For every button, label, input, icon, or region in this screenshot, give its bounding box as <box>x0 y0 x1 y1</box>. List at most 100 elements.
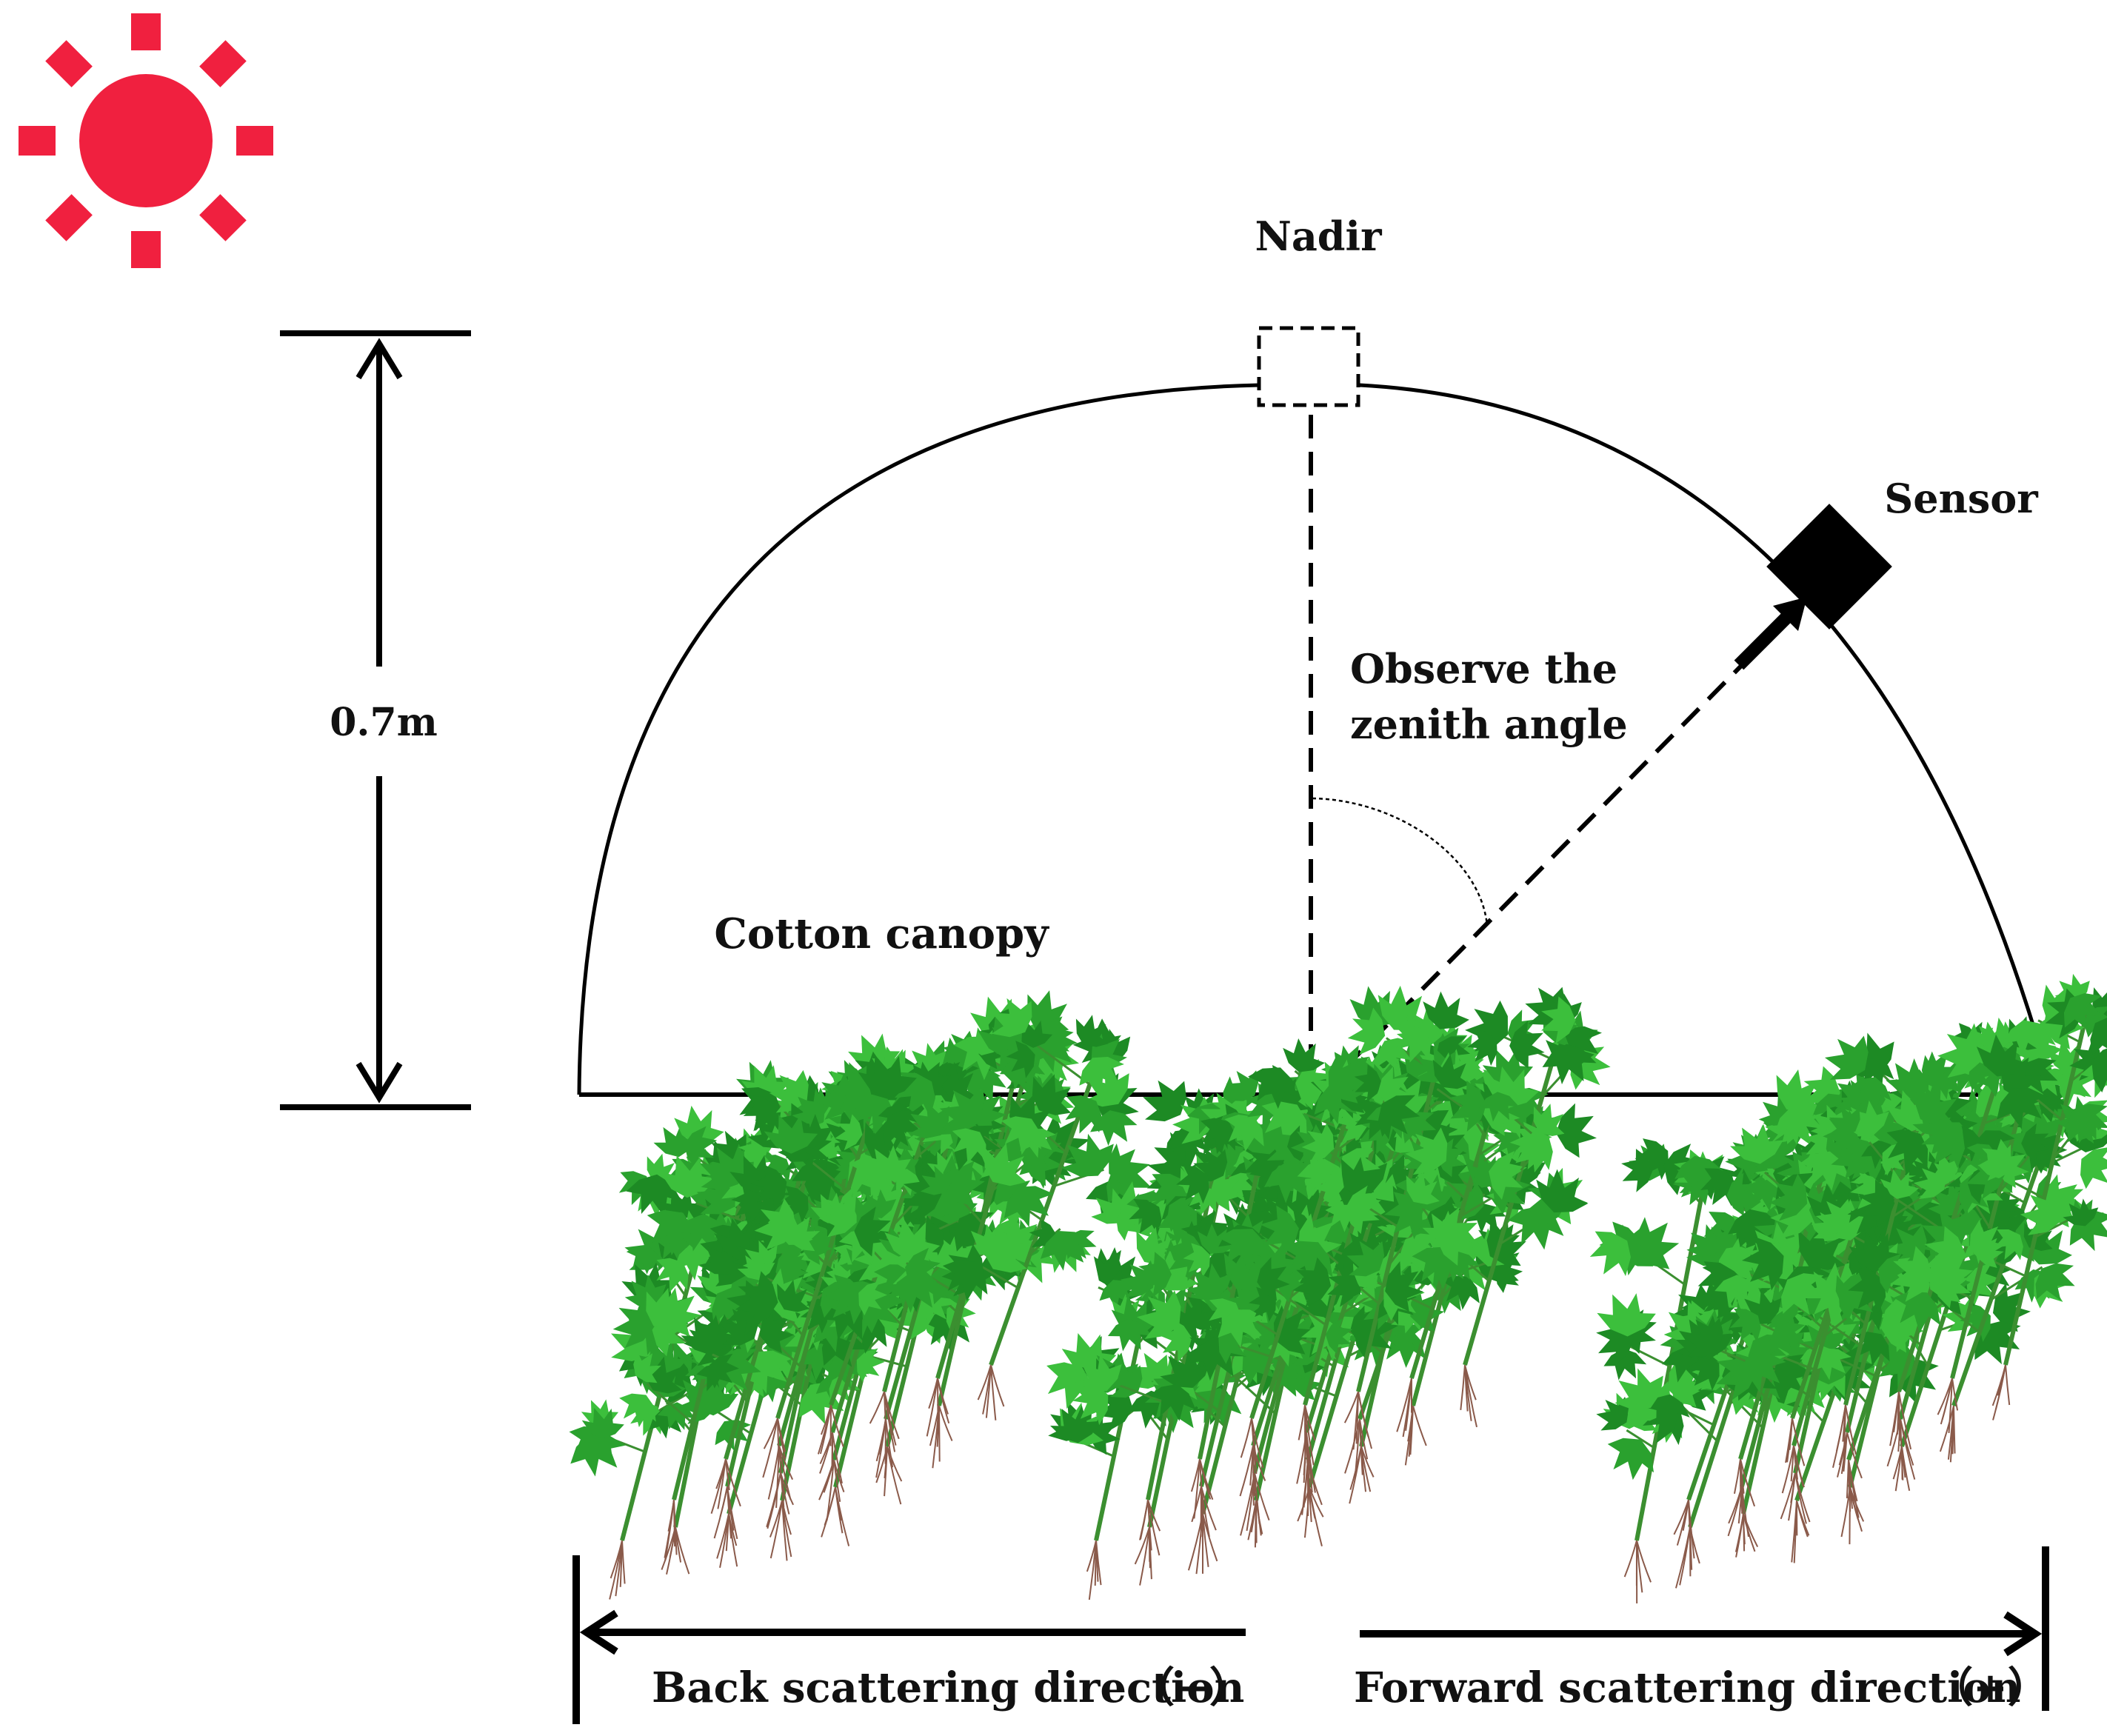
plant-root <box>778 1445 794 1480</box>
cotton-leaf <box>664 1287 702 1337</box>
plant-root <box>1793 1500 1797 1563</box>
cotton-leaf <box>1282 1241 1333 1286</box>
cotton-leaf <box>626 1246 661 1275</box>
plant-root <box>1743 1513 1756 1552</box>
cotton-leaf <box>1186 1263 1232 1300</box>
cotton-leaf <box>831 1069 872 1124</box>
cotton-leaf <box>954 1211 997 1252</box>
plant-root <box>1464 1364 1469 1412</box>
plant-root <box>664 1499 675 1561</box>
cotton-leaf <box>1079 1057 1124 1094</box>
plant-branch <box>1387 1231 1415 1266</box>
cotton-leaf <box>1423 991 1469 1029</box>
cotton-leaf <box>775 1246 809 1290</box>
cotton-leaf <box>1261 1101 1308 1146</box>
cotton-leaf <box>1385 1261 1423 1312</box>
cotton-leaf <box>1969 1219 2006 1266</box>
observation-hemisphere <box>577 383 2050 1097</box>
sun-ray <box>236 126 273 156</box>
cotton-leaf <box>1556 1026 1603 1066</box>
cotton-leaf <box>858 1281 887 1316</box>
plant-root <box>1199 1458 1205 1515</box>
plant-root <box>762 1418 778 1478</box>
cotton-leaf <box>1116 1203 1146 1241</box>
cotton-leaf <box>1848 1267 1886 1314</box>
cotton-leaf <box>1405 1127 1448 1175</box>
plant-branch <box>1810 1310 1868 1351</box>
cotton-leaf <box>1736 1352 1786 1393</box>
cotton-leaf <box>1467 1029 1497 1066</box>
cotton-leaf <box>942 1260 988 1302</box>
plant-root <box>1741 1486 1746 1545</box>
plant-branch <box>1118 1383 1168 1405</box>
plant-root <box>826 1459 835 1521</box>
cotton-leaf <box>1406 1171 1440 1205</box>
cotton-plants <box>569 973 2107 1604</box>
plant-stem <box>2003 1009 2090 1366</box>
plant-root <box>781 1500 792 1558</box>
cotton-leaf <box>1347 1007 1386 1055</box>
plant-branch <box>2034 1217 2072 1238</box>
sun-ray <box>199 194 247 241</box>
cotton-leaf <box>1742 1236 1784 1291</box>
cotton-leaf <box>1046 1362 1092 1409</box>
cotton-leaf <box>854 1206 891 1257</box>
cotton-leaf <box>1378 985 1430 1031</box>
plant-root <box>1358 1391 1372 1449</box>
plant-root <box>775 1445 780 1508</box>
cotton-leaf <box>1971 1115 2006 1146</box>
plant-root <box>1941 1378 1953 1420</box>
cotton-leaf <box>2063 993 2103 1030</box>
plant-root <box>1636 1540 1652 1583</box>
cotton-leaf <box>856 1348 885 1383</box>
cotton-leaf <box>886 1169 923 1196</box>
cotton-leaf <box>1004 1186 1054 1227</box>
cotton-leaf <box>1242 1335 1286 1386</box>
cotton-leaf <box>1083 1066 1129 1107</box>
plant-root <box>1412 1405 1427 1446</box>
plant-root <box>1623 1540 1637 1578</box>
plant-root <box>1086 1540 1097 1572</box>
cotton-leaf <box>1977 1138 2011 1181</box>
cotton-leaf <box>764 1114 818 1154</box>
sun-ray <box>131 13 161 50</box>
plant-branch <box>1724 1388 1764 1429</box>
cotton-leaf <box>920 1165 953 1195</box>
plant-root <box>833 1459 841 1503</box>
sensor-label: Sensor <box>1884 475 2038 522</box>
cotton-leaf <box>1589 1231 1631 1277</box>
cotton-leaf <box>1038 1016 1074 1063</box>
cotton-leaf <box>1137 1290 1181 1339</box>
cotton-leaf <box>1478 1092 1520 1122</box>
cotton-leaf <box>834 1114 863 1151</box>
cotton-leaf <box>1099 1280 1138 1310</box>
plant-root <box>886 1446 902 1505</box>
plant-root <box>1740 1458 1756 1507</box>
plant-root <box>1134 1526 1150 1565</box>
cotton-leaf <box>1927 1051 1956 1085</box>
cotton-leaf <box>804 1156 846 1213</box>
plant-branch <box>654 1390 693 1414</box>
plant-root <box>1793 1445 1804 1486</box>
cotton-leaf <box>1730 1124 1783 1164</box>
plant-root <box>830 1404 844 1447</box>
cotton-leaf <box>709 1353 739 1389</box>
cotton-canopy-label: Cotton canopy <box>714 909 1049 958</box>
cotton-leaf <box>1726 1172 1759 1217</box>
sun-ray <box>199 40 247 87</box>
cotton-leaf <box>1716 1344 1757 1401</box>
cotton-leaf <box>1209 1298 1241 1333</box>
plant-root <box>1832 1404 1846 1469</box>
cotton-leaf <box>1300 1314 1339 1359</box>
cotton-leaf <box>2091 1044 2107 1093</box>
plant-root <box>1460 1364 1466 1410</box>
plant-branch <box>1270 1285 1327 1326</box>
cotton-leaf <box>1555 1103 1597 1158</box>
plant-root <box>1796 1500 1810 1536</box>
cotton-leaf <box>1384 1192 1423 1240</box>
cotton-leaf <box>1006 1041 1035 1078</box>
cotton-leaf <box>965 1223 1005 1255</box>
cotton-leaf <box>2034 1134 2068 1174</box>
cotton-leaf <box>1937 1025 1982 1078</box>
height-dimension: 0.7m <box>280 330 471 1110</box>
